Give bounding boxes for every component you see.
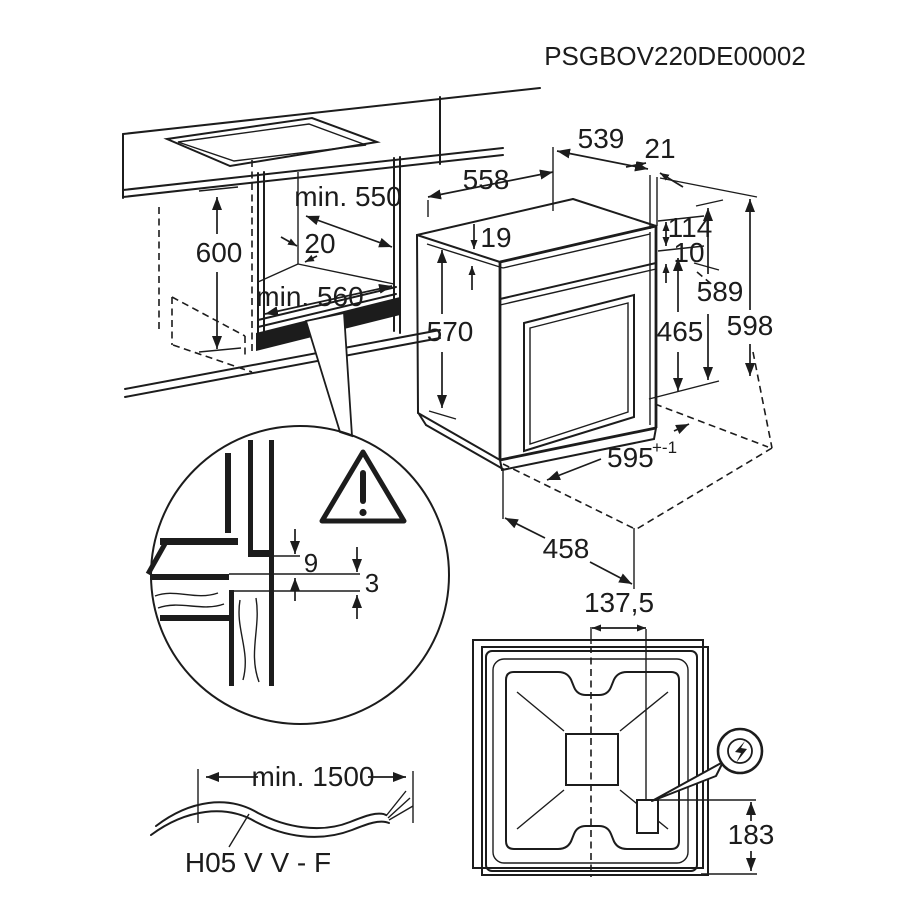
center-plate <box>565 733 619 786</box>
dim-label-598: 598 <box>727 310 774 341</box>
dim-label-595: 595 <box>607 442 654 473</box>
dim-niche-width: 595 +-1 <box>546 423 690 481</box>
dim-label-589: 589 <box>697 276 744 307</box>
detail-leader <box>304 311 353 438</box>
junction-box <box>636 799 659 834</box>
dim-connection-offset: 137,5 <box>584 587 654 632</box>
dim-niche-top-depth: min. 550 <box>294 181 402 248</box>
niche-projection-dashed <box>502 271 773 531</box>
dim-label-539: 539 <box>578 123 625 154</box>
oven-drawing: 558 539 21 19 570 <box>416 123 774 589</box>
dim-niche-height-min: 589 <box>695 199 744 380</box>
wood-grain <box>154 592 260 683</box>
cable-type-label: H05 V V - F <box>185 847 331 878</box>
door-window <box>523 293 635 453</box>
rear-view-drawing: 137,5 183 <box>472 587 775 877</box>
dim-label-min560: min. 560 <box>256 281 363 312</box>
dim-oven-width: 558 <box>427 164 554 217</box>
section-profile <box>145 440 274 686</box>
cooktop-cutout <box>163 116 381 168</box>
lightning-bolt-icon <box>735 741 747 763</box>
dim-oven-depth: 539 <box>552 123 649 211</box>
dim-label-558: 558 <box>463 164 510 195</box>
dim-oven-height: 570 <box>427 250 474 420</box>
power-cable-drawing: min. 1500 H05 V V - F <box>150 761 414 878</box>
dim-label-600: 600 <box>196 237 243 268</box>
dim-label-21: 21 <box>644 133 675 164</box>
dim-connection-height: 183 <box>659 799 775 875</box>
dim-cabinet-height: 600 <box>196 186 243 353</box>
dim-label-min1500: min. 1500 <box>252 761 375 792</box>
dim-door-height: 465 <box>657 258 704 391</box>
dim-label-min550: min. 550 <box>294 181 401 212</box>
dim-niche-height-max: 598 <box>648 177 774 400</box>
product-code: PSGBOV220DE00002 <box>544 41 806 71</box>
dim-label-183: 183 <box>728 819 775 850</box>
dim-rear-gap: 21 <box>625 133 684 229</box>
embossed-panel <box>505 671 680 850</box>
dim-label-570: 570 <box>427 316 474 347</box>
cable <box>150 790 414 848</box>
dim-label-458: 458 <box>543 533 590 564</box>
dim-top-clearance: 19 <box>468 222 512 290</box>
electrical-connection-icon <box>651 727 764 802</box>
counter-back-edge <box>122 87 541 135</box>
dim-counter-gap: 9 <box>290 529 318 601</box>
dim-front-depth: 458 <box>502 470 635 589</box>
cabinet-hidden-edges <box>158 160 253 373</box>
dim-label-137-5: 137,5 <box>584 587 654 618</box>
cabinet-drawing: 600 min. 550 20 min. 560 <box>122 87 541 398</box>
mounting-detail-circle: 9 3 <box>145 425 450 725</box>
dim-floor-setback: 20 <box>280 228 336 263</box>
warning-icon <box>319 449 407 524</box>
dim-panel-gap-detail: 3 <box>352 547 379 619</box>
dim-label-20: 20 <box>304 228 335 259</box>
dim-label-9: 9 <box>304 548 318 578</box>
dim-label-19: 19 <box>480 222 511 253</box>
control-panel-line <box>499 262 657 300</box>
dim-label-595-tolerance: +-1 <box>652 438 677 457</box>
dim-label-3: 3 <box>365 568 379 598</box>
dim-label-465: 465 <box>657 316 704 347</box>
dim-niche-floor-depth: min. 560 <box>256 281 393 317</box>
